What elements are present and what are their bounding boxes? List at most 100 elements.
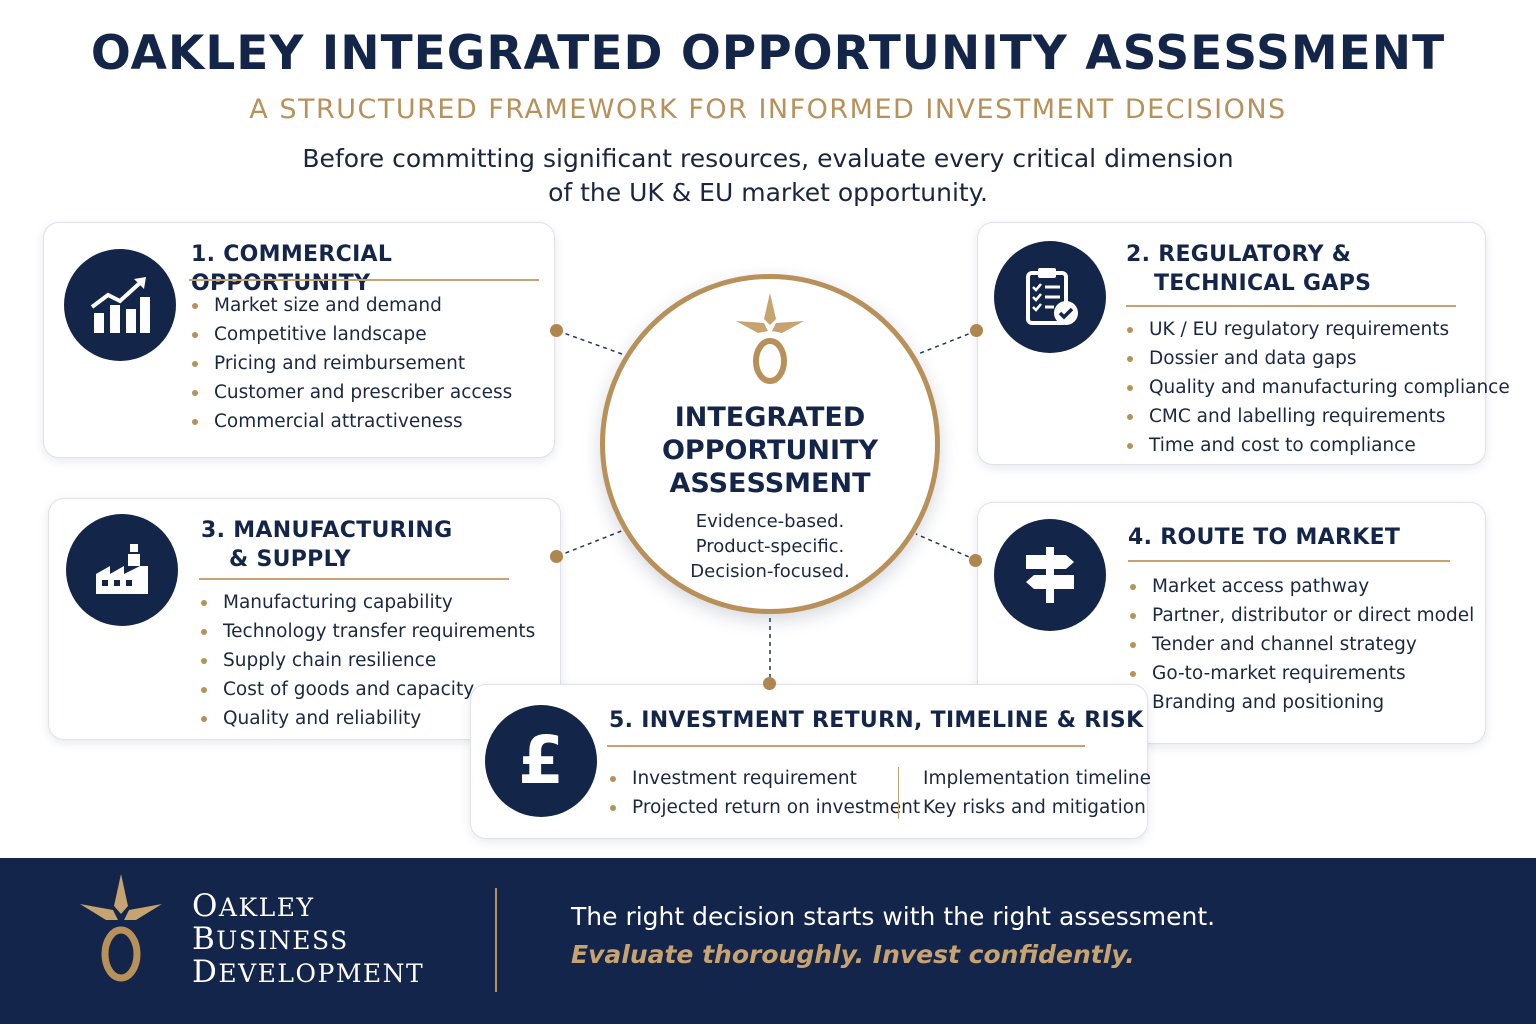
list-item-text: Go-to-market requirements <box>1152 663 1406 684</box>
list-item: Manufacturing capability <box>199 588 535 617</box>
bullet-dot <box>1127 385 1133 391</box>
bullet-dot <box>192 303 198 309</box>
list-item-text: Technology transfer requirements <box>223 621 536 642</box>
card-regulatory-technical-gaps: 2. REGULATORY & TECHNICAL GAPS UK / EU r… <box>977 222 1510 465</box>
bullet-dot <box>201 658 207 664</box>
list-item: Branding and positioning <box>1128 688 1474 717</box>
list-item: Market size and demand <box>190 291 512 320</box>
brand-word-development: EVELOPMENT <box>218 959 425 988</box>
list-item: Customer and prescriber access <box>190 378 512 407</box>
list-item: Pricing and reimbursement <box>190 349 512 378</box>
card-commercial-opportunity: 1. COMMERCIAL OPPORTUNITY Market size an… <box>43 222 555 458</box>
bullet-dot <box>1130 642 1136 648</box>
list-item-text: UK / EU regulatory requirements <box>1149 319 1450 340</box>
brand-initial-d: D <box>192 954 219 990</box>
connector-dot-2 <box>970 324 983 337</box>
list-item: Investment requirement <box>608 764 920 793</box>
hub-title: INTEGRATED OPPORTUNITY ASSESSMENT <box>605 401 935 500</box>
connector-dot-1 <box>550 324 563 337</box>
list-item: Time and cost to compliance <box>1125 431 1510 460</box>
bullet-dot <box>201 600 207 606</box>
card-5-title: 5. INVESTMENT RETURN, TIMELINE & RISK <box>609 708 1144 733</box>
card-4-title: 4. ROUTE TO MARKET <box>1128 525 1401 550</box>
list-item-text: Investment requirement <box>632 768 857 789</box>
card-3-title-line-2: & SUPPLY <box>229 547 351 572</box>
list-item-text: Key risks and mitigation <box>923 797 1146 818</box>
card-5-list-right: Implementation timeline Key risks and mi… <box>899 764 1151 822</box>
connector-line-1 <box>557 330 623 355</box>
pound-glyph: £ <box>518 722 564 799</box>
hub-tagline-line-2: Product-specific. <box>695 536 845 557</box>
bullet-dot <box>201 687 207 693</box>
list-item: Go-to-market requirements <box>1128 659 1474 688</box>
list-item-text: Dossier and data gaps <box>1149 348 1357 369</box>
bullet-dot <box>1130 613 1136 619</box>
brand-name-line-1: OAKLEY <box>192 888 315 924</box>
list-item: Market access pathway <box>1128 572 1474 601</box>
hub-tagline: Evidence-based. Product-specific. Decisi… <box>605 509 935 584</box>
card-1-title-rule <box>189 279 539 281</box>
list-item-text: Quality and manufacturing compliance <box>1149 377 1510 398</box>
list-item-text: Market size and demand <box>214 295 442 316</box>
bullet-dot <box>1127 414 1133 420</box>
central-hub: INTEGRATED OPPORTUNITY ASSESSMENT Eviden… <box>600 274 940 614</box>
connector-dot-4 <box>969 554 982 567</box>
hub-tagline-line-1: Evidence-based. <box>695 511 845 532</box>
card-2-title-line-1: 2. REGULATORY & <box>1126 242 1352 267</box>
connector-line-4 <box>915 533 977 561</box>
footer-divider <box>495 888 497 992</box>
card-2-title: 2. REGULATORY & TECHNICAL GAPS <box>1126 240 1371 298</box>
list-item: Technology transfer requirements <box>199 617 535 646</box>
list-item: Projected return on investment <box>608 793 920 822</box>
pound-icon: £ <box>485 705 597 817</box>
growth-chart-icon <box>64 249 176 361</box>
card-3-title: 3. MANUFACTURING & SUPPLY <box>201 516 452 574</box>
bullet-dot <box>1127 356 1133 362</box>
card-5-column-divider <box>898 767 899 819</box>
bullet-dot <box>192 361 198 367</box>
list-item-text: Supply chain resilience <box>223 650 437 671</box>
factory-icon <box>66 514 178 626</box>
oakley-compass-logo <box>80 874 162 982</box>
bullet-dot <box>610 805 616 811</box>
list-item: Tender and channel strategy <box>1128 630 1474 659</box>
list-item-text: CMC and labelling requirements <box>1149 406 1446 427</box>
list-item-text: Market access pathway <box>1152 576 1370 597</box>
list-item-text: Branding and positioning <box>1152 692 1385 713</box>
brand-initial-o: O <box>192 888 219 924</box>
list-item: Key risks and mitigation <box>899 793 1151 822</box>
brand-name-line-3: DEVELOPMENT <box>192 954 424 990</box>
list-item: Quality and reliability <box>199 704 535 733</box>
list-item: UK / EU regulatory requirements <box>1125 315 1510 344</box>
clipboard-check-icon <box>994 241 1106 353</box>
page-title: OAKLEY INTEGRATED OPPORTUNITY ASSESSMENT <box>90 26 1446 81</box>
card-2-title-rule <box>1126 305 1456 307</box>
card-3-list: Manufacturing capability Technology tran… <box>199 588 535 733</box>
signpost-icon <box>994 519 1106 631</box>
connector-dot-5 <box>763 677 776 690</box>
brand-name-line-2: BUSINESS <box>192 921 349 957</box>
bullet-dot <box>1127 327 1133 333</box>
bullet-dot <box>201 629 207 635</box>
list-item: CMC and labelling requirements <box>1125 402 1510 431</box>
card-2-list: UK / EU regulatory requirements Dossier … <box>1125 315 1510 460</box>
page-subtitle: A STRUCTURED FRAMEWORK FOR INFORMED INVE… <box>249 94 1287 125</box>
list-item-text: Implementation timeline <box>923 768 1151 789</box>
hub-title-line-3: ASSESSMENT <box>669 468 871 499</box>
card-3-title-rule <box>199 578 509 580</box>
connector-dot-3 <box>550 550 563 563</box>
bullet-dot <box>1130 584 1136 590</box>
bullet-dot <box>201 716 207 722</box>
list-item: Dossier and data gaps <box>1125 344 1510 373</box>
bullet-dot <box>1127 443 1133 449</box>
card-1-title: 1. COMMERCIAL OPPORTUNITY <box>191 242 393 296</box>
bullet-dot <box>192 390 198 396</box>
card-4-title-rule <box>1128 560 1450 562</box>
list-item: Quality and manufacturing compliance <box>1125 373 1510 402</box>
list-item-text: Partner, distributor or direct model <box>1152 605 1475 626</box>
card-3-title-line-1: 3. MANUFACTURING <box>201 518 453 543</box>
hub-title-line-1: INTEGRATED <box>674 402 866 433</box>
list-item: Competitive landscape <box>190 320 512 349</box>
card-1-list: Market size and demand Competitive lands… <box>190 291 512 436</box>
